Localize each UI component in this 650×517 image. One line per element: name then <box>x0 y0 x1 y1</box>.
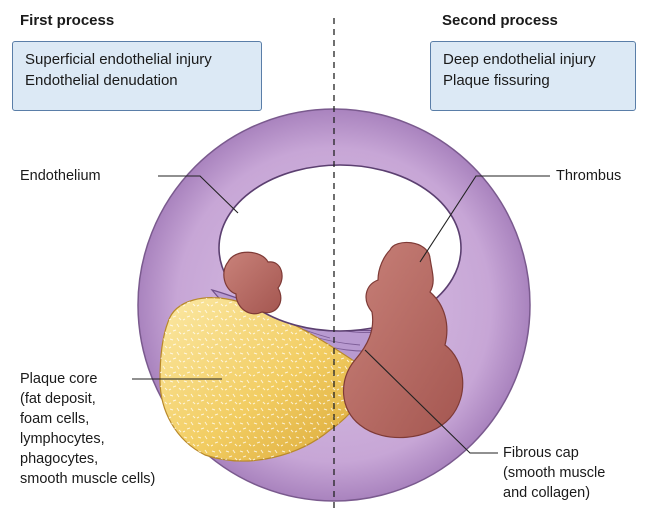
fibrous-cap-line: (smooth muscle <box>503 463 605 483</box>
thrombus-label: Thrombus <box>556 166 621 186</box>
plaque-core-label: Plaque core (fat deposit, foam cells, ly… <box>20 369 155 489</box>
first-process-line: Endothelial denudation <box>25 70 249 91</box>
plaque-core-line: lymphocytes, <box>20 429 155 449</box>
first-process-line: Superficial endothelial injury <box>25 49 249 70</box>
second-process-box: Deep endothelial injury Plaque fissuring <box>430 41 636 111</box>
plaque-core-line: smooth muscle cells) <box>20 469 155 489</box>
second-process-line: Plaque fissuring <box>443 70 623 91</box>
fibrous-cap-line: Fibrous cap <box>503 443 605 463</box>
second-process-heading: Second process <box>442 12 558 29</box>
first-process-heading: First process <box>20 12 114 29</box>
first-process-box: Superficial endothelial injury Endotheli… <box>12 41 262 111</box>
fibrous-cap-label: Fibrous cap (smooth muscle and collagen) <box>503 443 605 503</box>
plaque-core-line: foam cells, <box>20 409 155 429</box>
second-process-line: Deep endothelial injury <box>443 49 623 70</box>
endothelium-label: Endothelium <box>20 166 101 186</box>
plaque-core-line: (fat deposit, <box>20 389 155 409</box>
plaque-core-line: phagocytes, <box>20 449 155 469</box>
fibrous-cap-line: and collagen) <box>503 483 605 503</box>
plaque-core-line: Plaque core <box>20 369 155 389</box>
